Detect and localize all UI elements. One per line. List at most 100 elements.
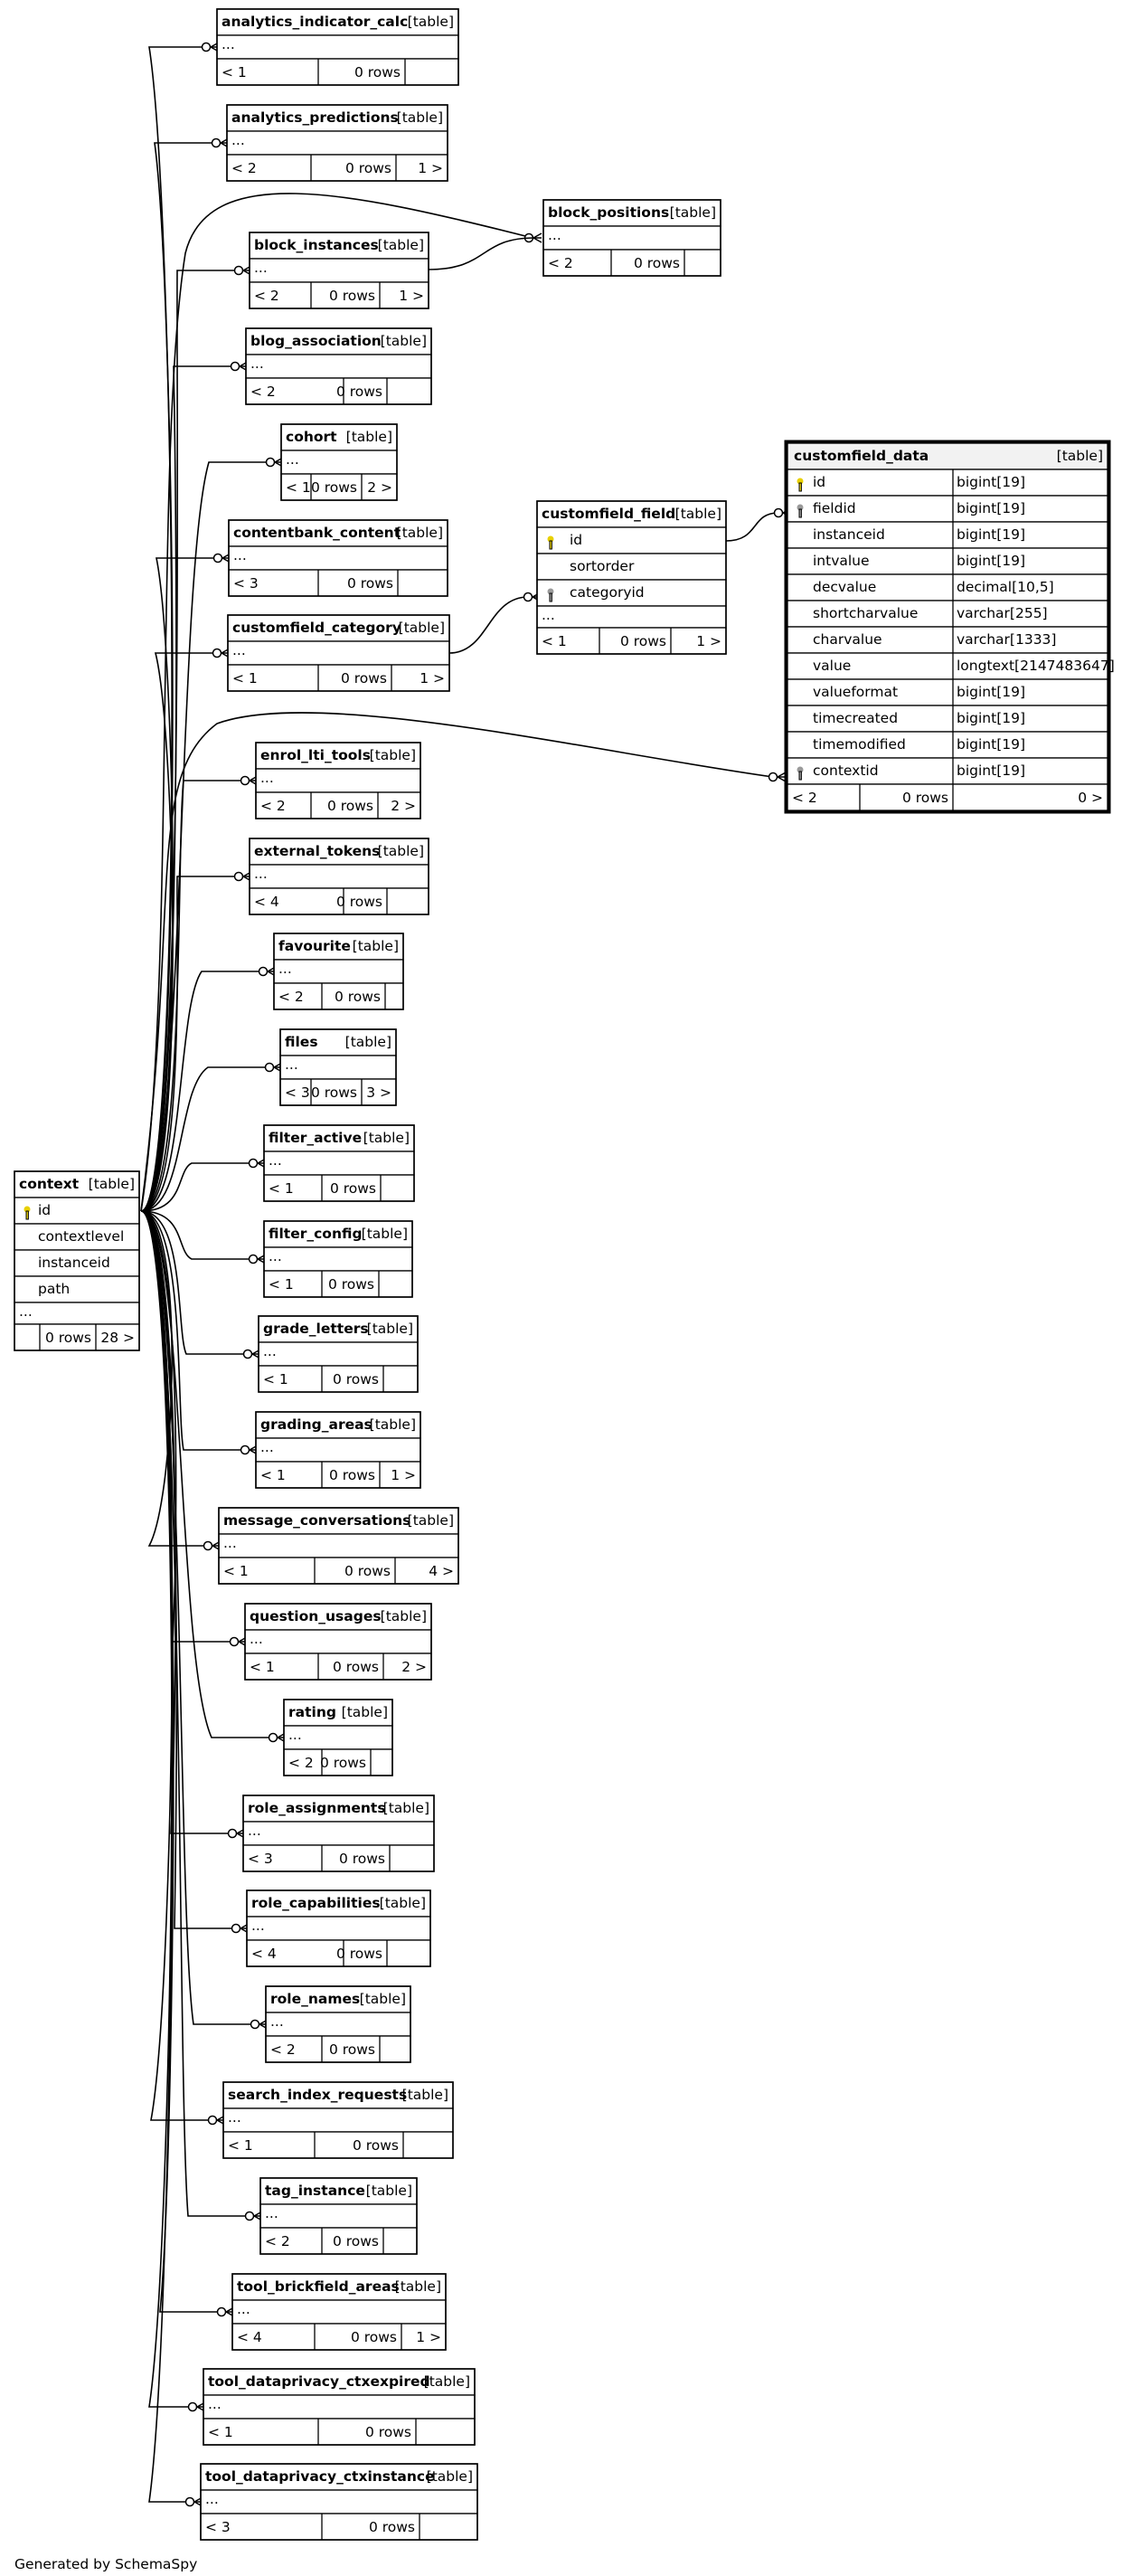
row-count: 0 rows	[329, 2041, 375, 2058]
child-count: < 2	[270, 2041, 296, 2058]
edge-context-to-filter-config	[140, 1210, 255, 1260]
table-type-label: [table]	[381, 1608, 427, 1624]
column-type: bigint[19]	[957, 553, 1025, 569]
more-columns: ...	[269, 1152, 282, 1169]
table-name: tool_brickfield_areas	[237, 2278, 400, 2295]
table-type-label: [table]	[381, 333, 427, 349]
table-name: search_index_requests	[228, 2087, 407, 2103]
child-count: < 2	[265, 2233, 290, 2249]
column-charvalue: charvalue	[813, 631, 882, 648]
parent-count: 4 >	[429, 1563, 454, 1579]
child-count: < 1	[269, 1180, 294, 1197]
table-type-label: [table]	[675, 506, 721, 522]
child-count: < 4	[251, 1946, 277, 1962]
table-name: customfield_field	[542, 506, 675, 522]
more-columns: ...	[286, 451, 299, 468]
table-name: grade_letters	[263, 1321, 369, 1337]
column-valueformat: valueformat	[813, 684, 898, 700]
row-count: 0 rows	[336, 1946, 382, 1962]
child-count: < 1	[222, 64, 247, 80]
row-count: 0 rows	[335, 989, 381, 1005]
row-count: 0 rows	[336, 894, 382, 910]
crowfoot-icon	[229, 1636, 248, 1647]
more-columns: ...	[232, 642, 246, 658]
child-count: < 1	[250, 1659, 275, 1675]
column-timemodified: timemodified	[813, 736, 906, 753]
crowfoot-icon	[768, 772, 787, 782]
edge-context-to-analytics-predictions	[140, 142, 218, 1212]
child-count: < 1	[232, 670, 258, 687]
column-type: bigint[19]	[957, 526, 1025, 543]
table-type-label: [table]	[89, 1176, 135, 1192]
table-tool-dataprivacy-ctxexpired[interactable]: tool_dataprivacy_ctxexpired[table]...< 1…	[203, 2368, 476, 2446]
primary-key-icon	[547, 535, 554, 550]
table-type-label: [table]	[424, 2373, 470, 2390]
table-type-label: [table]	[408, 14, 454, 30]
table-customfield-field[interactable]: customfield_field[table]idsortordercateg…	[536, 500, 727, 655]
row-count: 0 rows	[634, 255, 680, 271]
parent-count: 2 >	[401, 1659, 427, 1675]
parent-count: 1 >	[416, 2329, 441, 2345]
child-count: < 2	[278, 989, 304, 1005]
child-count: < 1	[286, 479, 311, 496]
edge-customfield-field-to-data	[725, 512, 779, 542]
generated-by-footer: Generated by SchemaSpy	[14, 2556, 197, 2572]
row-count: 0 rows	[369, 2519, 415, 2535]
table-type-label: [table]	[670, 204, 716, 221]
column-type: bigint[19]	[957, 684, 1025, 700]
child-count: < 3	[205, 2519, 231, 2535]
row-count: 0 rows	[336, 384, 382, 400]
row-count: 0 rows	[354, 64, 401, 80]
table-type-label: [table]	[427, 2468, 473, 2485]
more-columns: ...	[542, 607, 555, 623]
table-type-label: [table]	[346, 429, 392, 445]
row-count: 0 rows	[311, 479, 357, 496]
foreign-key-icon	[797, 504, 804, 518]
column-type: bigint[19]	[957, 762, 1025, 779]
child-count: < 4	[237, 2329, 262, 2345]
row-count: 0 rows	[344, 1563, 391, 1579]
child-count: < 3	[248, 1851, 273, 1867]
column-type: bigint[19]	[957, 474, 1025, 490]
row-count: 0 rows	[333, 1659, 379, 1675]
table-tool-dataprivacy-ctxinstance[interactable]: tool_dataprivacy_ctxinstance[table]...< …	[200, 2463, 478, 2541]
more-columns: ...	[260, 1439, 274, 1455]
table-type-label: [table]	[370, 1416, 416, 1433]
table-type-label: [table]	[378, 237, 424, 253]
column-categoryid: categoryid	[570, 584, 645, 601]
edge-context-to-files	[140, 1066, 271, 1212]
child-count: < 2	[288, 1755, 314, 1771]
edge-context-to-question-usages	[140, 1210, 236, 1643]
more-columns: ...	[231, 132, 245, 148]
table-context[interactable]: context[table]idcontextlevelinstanceidpa…	[14, 1170, 140, 1351]
more-columns: ...	[228, 2109, 241, 2126]
child-count: < 2	[231, 160, 257, 176]
